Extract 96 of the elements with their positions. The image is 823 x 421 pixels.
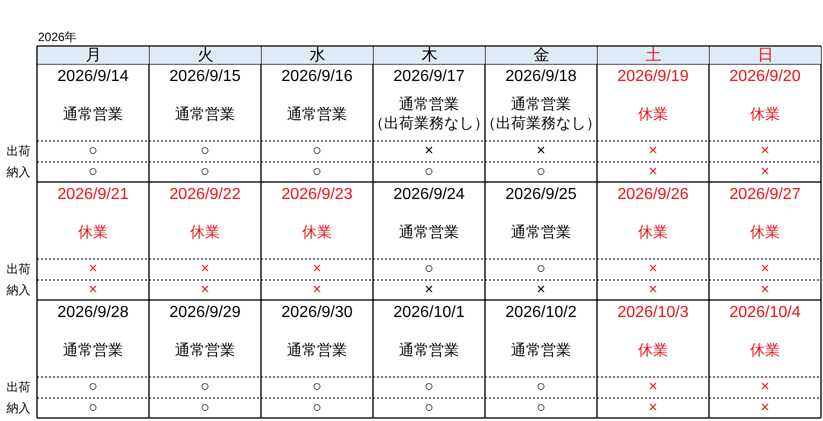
status-label: 通常営業	[287, 106, 347, 124]
mark-symbol: ×	[760, 378, 770, 397]
status-label: 休業	[750, 224, 780, 242]
year-label: 2026年	[38, 30, 77, 44]
status-label: 休業	[302, 224, 332, 242]
status-label: 休業	[190, 224, 220, 242]
status-label: 休業	[750, 342, 780, 360]
date-label: 2026/9/22	[169, 185, 241, 205]
status-label: 通常営業	[63, 342, 123, 360]
mark-symbol: ×	[312, 280, 322, 300]
weekday-header: 木	[374, 47, 485, 64]
weekday-header: 水	[262, 47, 373, 64]
mark-symbol: ○	[536, 260, 546, 279]
mark-symbol: ○	[200, 398, 210, 418]
row-label: 納入	[6, 164, 30, 180]
mark-symbol: ○	[88, 142, 98, 161]
date-label: 2026/9/23	[281, 185, 353, 205]
status-label: 通常営業	[511, 342, 571, 360]
mark-symbol: ×	[648, 142, 658, 161]
weekday-header: 火	[150, 47, 261, 64]
date-label: 2026/9/19	[617, 67, 689, 87]
weekday-header: 日	[710, 47, 821, 64]
status-label: 休業	[78, 224, 108, 242]
mark-symbol: ○	[536, 398, 546, 418]
mark-symbol: ×	[648, 260, 658, 279]
date-label: 2026/9/15	[169, 67, 241, 87]
date-label: 2026/9/25	[505, 185, 577, 205]
mark-symbol: ×	[200, 260, 210, 279]
mark-symbol: ×	[88, 260, 98, 279]
date-label: 2026/9/27	[729, 185, 801, 205]
mark-symbol: ×	[648, 398, 658, 418]
row-label: 納入	[6, 282, 30, 298]
mark-symbol: ×	[312, 260, 322, 279]
mark-symbol: ○	[88, 162, 98, 182]
date-label: 2026/10/3	[617, 303, 689, 323]
mark-symbol: ×	[648, 162, 658, 182]
weekday-header: 金	[486, 47, 597, 64]
status-label: 通常営業	[399, 224, 459, 242]
date-label: 2026/10/4	[729, 303, 801, 323]
date-label: 2026/9/29	[169, 303, 241, 323]
mark-symbol: ×	[424, 280, 434, 300]
date-label: 2026/9/24	[393, 185, 465, 205]
mark-symbol: ×	[760, 280, 770, 300]
mark-symbol: ×	[648, 378, 658, 397]
mark-symbol: ×	[200, 280, 210, 300]
status-label: 休業	[638, 106, 668, 124]
mark-symbol: ×	[424, 142, 434, 161]
date-label: 2026/9/26	[617, 185, 689, 205]
mark-symbol: ×	[648, 280, 658, 300]
status-label: 休業	[638, 342, 668, 360]
mark-symbol: ○	[200, 142, 210, 161]
mark-symbol: ○	[312, 162, 322, 182]
mark-symbol: ○	[536, 378, 546, 397]
date-label: 2026/9/17	[393, 67, 465, 87]
row-label: 出荷	[6, 380, 30, 395]
status-label: 休業	[750, 106, 780, 124]
date-label: 2026/10/2	[505, 303, 577, 323]
mark-symbol: ×	[536, 142, 546, 161]
mark-symbol: ○	[200, 378, 210, 397]
date-label: 2026/9/28	[57, 303, 129, 323]
status-label: 通常営業	[511, 224, 571, 242]
mark-symbol: ○	[88, 378, 98, 397]
mark-symbol: ×	[88, 280, 98, 300]
status-label: 通常営業	[63, 106, 123, 124]
weekday-header: 月	[38, 47, 149, 64]
row-label: 出荷	[6, 144, 30, 159]
date-label: 2026/9/16	[281, 67, 353, 87]
mark-symbol: ×	[760, 260, 770, 279]
mark-symbol: ×	[760, 142, 770, 161]
date-label: 2026/9/14	[57, 67, 129, 87]
row-label: 出荷	[6, 262, 30, 277]
date-label: 2026/9/30	[281, 303, 353, 323]
mark-symbol: ○	[88, 398, 98, 418]
mark-symbol: ○	[200, 162, 210, 182]
mark-symbol: ○	[424, 378, 434, 397]
mark-symbol: ○	[536, 162, 546, 182]
status-label: 通常営業	[399, 342, 459, 360]
weekday-header: 土	[598, 47, 709, 64]
mark-symbol: ○	[312, 142, 322, 161]
date-label: 2026/10/1	[393, 303, 465, 323]
mark-symbol: ○	[424, 260, 434, 279]
mark-symbol: ×	[536, 280, 546, 300]
mark-symbol: ×	[760, 398, 770, 418]
mark-symbol: ○	[312, 378, 322, 397]
mark-symbol: ×	[760, 162, 770, 182]
status-label: 休業	[638, 224, 668, 242]
status-label: 通常営業	[175, 106, 235, 124]
row-label: 納入	[6, 400, 30, 416]
status-label: 通常営業	[175, 342, 235, 360]
status-label: 通常営業	[287, 342, 347, 360]
date-label: 2026/9/21	[57, 185, 129, 205]
mark-symbol: ○	[424, 162, 434, 182]
mark-symbol: ○	[312, 398, 322, 418]
date-label: 2026/9/18	[505, 67, 577, 87]
date-label: 2026/9/20	[729, 67, 801, 87]
mark-symbol: ○	[424, 398, 434, 418]
